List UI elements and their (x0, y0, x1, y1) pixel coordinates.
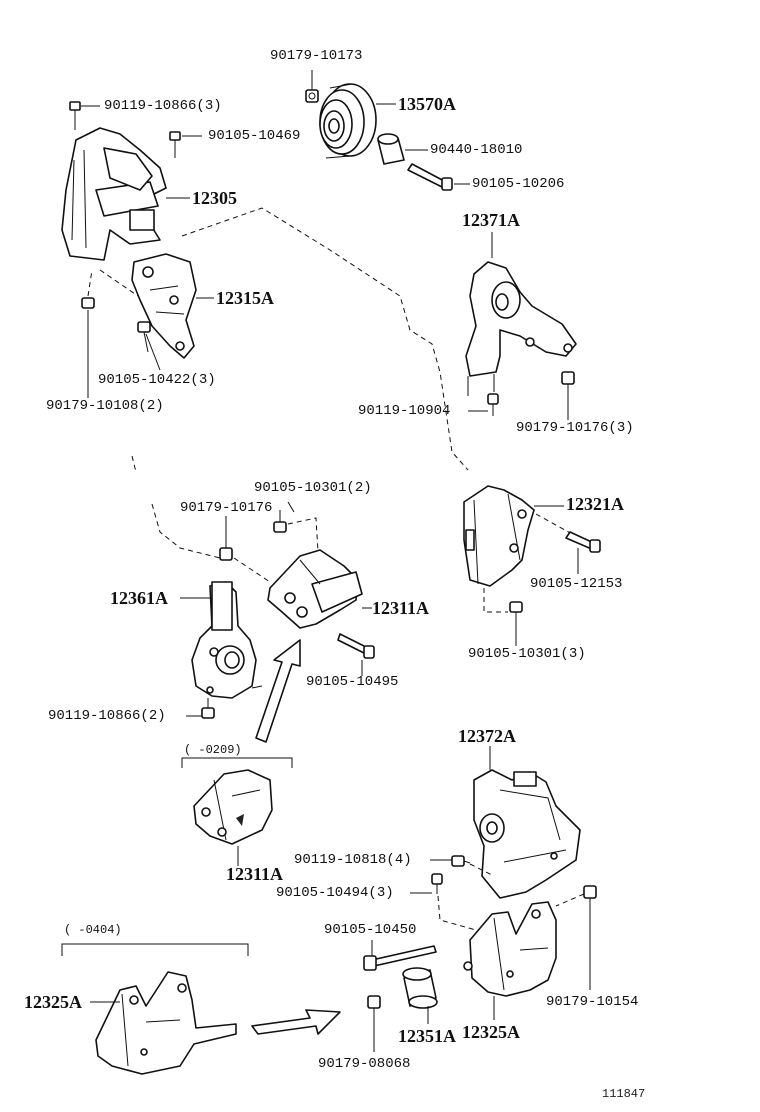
bracket-12315A[interactable] (131, 253, 197, 359)
label-90119-10866-3[interactable]: 90119-10866(3) (104, 98, 222, 114)
label-variant-0404: ( -0404) (64, 923, 122, 937)
engine-mount-12371A[interactable] (465, 261, 577, 396)
label-90119-10866-2[interactable]: 90119-10866(2) (48, 708, 166, 724)
label-12315A[interactable]: 12315A (216, 288, 274, 308)
label-90105-10495[interactable]: 90105-10495 (306, 674, 399, 690)
label-90105-10301-2[interactable]: 90105-10301(2) (254, 480, 372, 496)
bracket-12325A-right[interactable] (463, 901, 557, 997)
bolt-90119-10866-top[interactable] (69, 101, 81, 130)
direction-arrow-upper (255, 639, 301, 743)
label-90119-10904[interactable]: 90119-10904 (358, 403, 451, 419)
label-variant-0209: ( -0209) (184, 743, 242, 757)
label-90179-08068[interactable]: 90179-08068 (318, 1056, 411, 1072)
direction-arrow-lower (251, 1009, 341, 1035)
bolt-90105-10494[interactable] (431, 873, 443, 894)
label-12372A[interactable]: 12372A (458, 726, 516, 746)
label-12371A[interactable]: 12371A (462, 210, 520, 230)
bolt-90105-10206[interactable] (407, 163, 453, 191)
pulley-13570A[interactable] (319, 83, 377, 159)
bolt-90105-10422[interactable] (137, 321, 151, 353)
label-12311A-upper[interactable]: 12311A (372, 598, 430, 618)
label-90105-10206[interactable]: 90105-10206 (472, 176, 565, 192)
bolt-90119-10904[interactable] (487, 393, 499, 416)
label-12321A[interactable]: 12321A (566, 494, 624, 514)
label-12325A-right[interactable]: 12325A (462, 1022, 520, 1042)
label-90179-10108-2[interactable]: 90179-10108(2) (46, 398, 164, 414)
bolt-90105-10469[interactable] (169, 131, 181, 158)
variant-bracket-0404 (61, 943, 249, 956)
nut-90119-10818[interactable] (451, 855, 471, 867)
label-12361A[interactable]: 12361A (110, 588, 168, 608)
engine-mount-12361A[interactable] (191, 581, 263, 699)
nut-90179-10108[interactable] (81, 297, 95, 309)
engine-mount-12372A[interactable] (473, 769, 581, 899)
bolt-90105-10301-2[interactable] (273, 510, 287, 533)
label-12311A-lower[interactable]: 12311A (226, 864, 284, 884)
label-90105-10469[interactable]: 90105-10469 (208, 128, 301, 144)
bolt-90105-10495[interactable] (337, 633, 375, 659)
label-90440-18010[interactable]: 90440-18010 (430, 142, 523, 158)
label-13570A[interactable]: 13570A (398, 94, 456, 114)
variant-bracket-0209 (181, 757, 293, 768)
label-90105-10301-3[interactable]: 90105-10301(3) (468, 646, 586, 662)
nut-90179-10173[interactable] (305, 89, 319, 103)
label-90179-10154[interactable]: 90179-10154 (546, 994, 639, 1010)
bracket-12311A-upper[interactable] (267, 549, 363, 629)
bolt-90105-10301-3[interactable] (509, 601, 523, 618)
label-12325A-left[interactable]: 12325A (24, 992, 82, 1012)
label-90179-10173[interactable]: 90179-10173 (270, 48, 363, 64)
label-12305[interactable]: 12305 (192, 188, 237, 208)
nut-90179-10176-3[interactable] (561, 371, 575, 385)
nut-90179-10176[interactable] (219, 547, 233, 561)
label-90105-10494-3[interactable]: 90105-10494(3) (276, 885, 394, 901)
nut-90179-08068[interactable] (367, 995, 381, 1009)
label-90179-10176-3[interactable]: 90179-10176(3) (516, 420, 634, 436)
label-90105-12153[interactable]: 90105-12153 (530, 576, 623, 592)
nut-90179-10154[interactable] (583, 885, 597, 899)
label-90179-10176[interactable]: 90179-10176 (180, 500, 273, 516)
bushing-12351A[interactable] (402, 967, 438, 1009)
label-90119-10818-4[interactable]: 90119-10818(4) (294, 852, 412, 868)
label-90105-10422-3[interactable]: 90105-10422(3) (98, 372, 216, 388)
label-12351A[interactable]: 12351A (398, 1026, 456, 1046)
figure-number: 111847 (602, 1087, 646, 1101)
bracket-12311A-lower[interactable] (193, 769, 273, 845)
bracket-12325A-left[interactable] (95, 971, 237, 1075)
bolt-90119-10866-2[interactable] (201, 698, 215, 719)
bolt-90105-10450[interactable] (363, 945, 437, 971)
bolt-90105-12153[interactable] (565, 531, 601, 553)
engine-mount-12305[interactable] (61, 127, 167, 261)
collar-90440-18010[interactable] (377, 133, 405, 165)
label-90105-10450[interactable]: 90105-10450 (324, 922, 417, 938)
bracket-12321A[interactable] (463, 485, 535, 587)
